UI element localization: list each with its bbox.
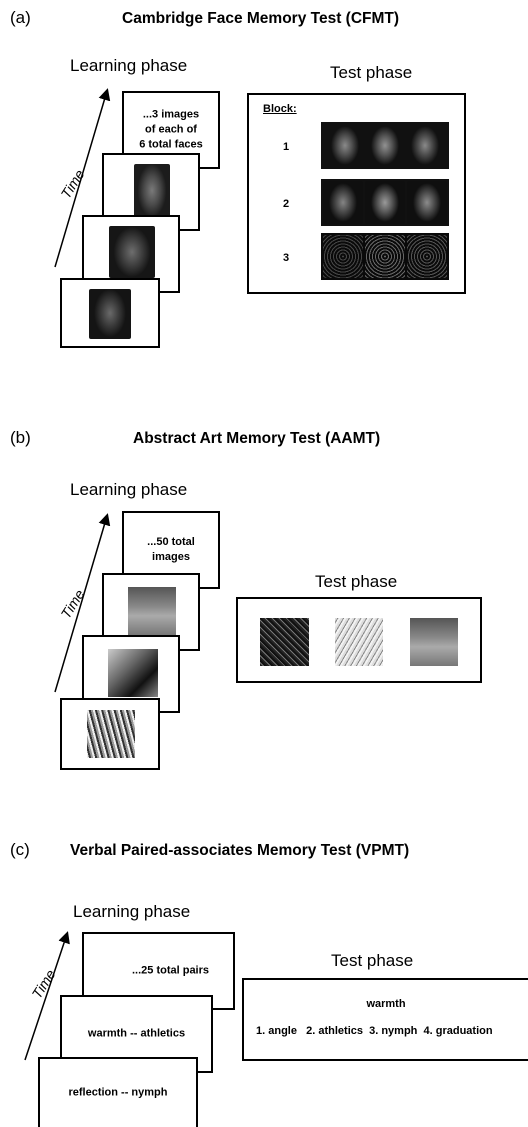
panel-a-test-box: Block: 1 2 3 [247, 93, 466, 294]
panel-a-face-image [365, 124, 405, 167]
panel-b-test-label: Test phase [315, 572, 398, 591]
panel-a-letter: (a) [10, 8, 31, 27]
panel-b-art-image [410, 618, 458, 666]
panel-b-card-top-text: ...50 total images [147, 536, 195, 563]
panel-b-art-image [335, 618, 383, 666]
panel-a-card-1 [60, 278, 160, 348]
panel-a-face-image [109, 226, 155, 278]
panel-c-time-arrow [24, 931, 70, 1061]
panel-a-block-1-faces [321, 122, 449, 169]
panel-b-art-image [87, 710, 135, 758]
panel-b-time-arrow [54, 513, 111, 693]
panel-c-test-options: 1. angle 2. athletics 3. nymph 4. gradua… [256, 1025, 493, 1037]
panel-a-noisy-face-image [323, 235, 363, 278]
panel-a-learning-label: Learning phase [70, 56, 188, 75]
panel-c-learning-label: Learning phase [73, 902, 191, 921]
panel-a-block-1-label: 1 [283, 141, 290, 153]
panel-c-test-box: warmth 1. angle 2. athletics 3. nymph 4.… [242, 978, 528, 1061]
panel-a-face-image [323, 124, 363, 167]
panel-a-face-image [89, 289, 131, 339]
panel-a-block-2-faces [321, 179, 449, 226]
panel-c-letter: (c) [10, 840, 30, 859]
panel-a-block-header: Block: [263, 103, 297, 115]
panel-a-time-arrow [54, 88, 111, 268]
panel-a-block-2-label: 2 [283, 198, 290, 210]
panel-a-card-top-text: ...3 images of each of 6 total faces [139, 108, 203, 151]
panel-a-title: Cambridge Face Memory Test (CFMT) [122, 10, 400, 27]
panel-b-learning-label: Learning phase [70, 480, 188, 499]
panel-c-title: Verbal Paired-associates Memory Test (VP… [70, 842, 410, 859]
panel-a-face-image [134, 164, 170, 217]
panel-b-art-image [260, 618, 309, 666]
panel-a-block-3-label: 3 [283, 252, 290, 264]
panel-c-card-mid-text: warmth -- athletics [87, 1027, 186, 1040]
panel-c-card-bottom-text: reflection -- nymph [68, 1086, 168, 1099]
panel-a-card-top: ...3 images of each of 6 total faces [122, 91, 220, 169]
panel-c-card-bottom: reflection -- nymph [38, 1057, 198, 1127]
panel-c-card-top-text: ...25 total pairs [131, 964, 210, 977]
panel-a-noisy-face-image [365, 235, 405, 278]
panel-b-title: Abstract Art Memory Test (AAMT) [133, 430, 381, 447]
panel-c-test-label: Test phase [331, 951, 414, 970]
panel-a-face-image [323, 181, 363, 224]
panel-b-art-image [128, 587, 176, 635]
panel-b-card-1 [60, 698, 160, 770]
panel-b-card-3 [102, 573, 200, 651]
panel-a-noisy-face-image [407, 235, 447, 278]
panel-c-test-cue: warmth [366, 998, 406, 1010]
panel-a-test-label: Test phase [330, 63, 413, 82]
panel-a-face-image [365, 181, 405, 224]
panel-b-art-image [108, 649, 158, 697]
panel-b-test-box [236, 597, 482, 683]
panel-a-face-image [407, 124, 447, 167]
panel-a-block-3-faces [321, 233, 449, 280]
panel-a-face-image [407, 181, 447, 224]
panel-b-letter: (b) [10, 428, 31, 447]
